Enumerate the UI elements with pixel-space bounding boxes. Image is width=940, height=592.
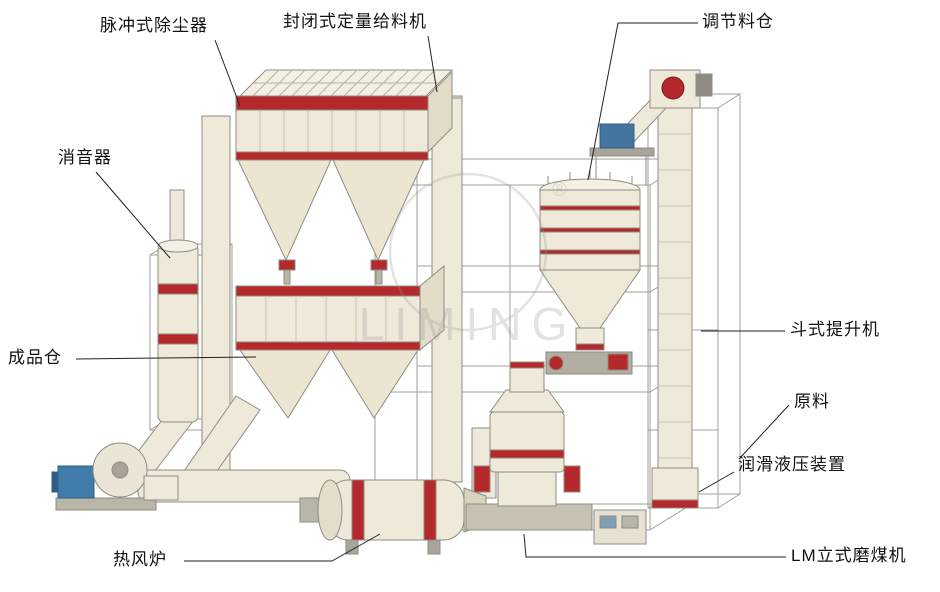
watermark: ® LIMING <box>359 172 577 350</box>
watermark-registered: ® <box>552 179 567 201</box>
label-lm-vertical-coal-mill: LM立式磨煤机 <box>791 546 907 565</box>
label-adjusting-silo: 调节料仓 <box>702 12 774 31</box>
label-raw-material: 原料 <box>794 392 830 411</box>
pulse-dust-collector-graphic <box>235 69 454 285</box>
label-bucket-elevator: 斗式提升机 <box>790 320 880 339</box>
watermark-brand: LIMING <box>359 298 577 350</box>
lm-mill-graphic <box>465 361 593 531</box>
muffler-graphic <box>157 189 199 423</box>
lubrication-unit-graphic <box>593 509 647 545</box>
duct-pipes <box>117 95 497 503</box>
bucket-elevator-graphic <box>589 69 713 509</box>
hot-air-furnace-graphic <box>299 479 487 555</box>
label-finished-product-silo: 成品仓 <box>8 348 62 367</box>
label-pulse-dust-collector: 脉冲式除尘器 <box>100 16 208 35</box>
finished-product-silo-graphic <box>235 264 445 419</box>
adjusting-silo-graphic <box>539 171 641 375</box>
fan-blower-graphic <box>51 442 179 511</box>
label-hot-air-furnace: 热风炉 <box>113 550 167 569</box>
label-muffler: 消音器 <box>58 148 112 167</box>
leader-lines <box>75 22 790 562</box>
label-lubrication-hydraulic-unit: 润滑液压装置 <box>738 455 846 474</box>
label-closed-quantitative-feeder: 封闭式定量给料机 <box>283 12 427 31</box>
